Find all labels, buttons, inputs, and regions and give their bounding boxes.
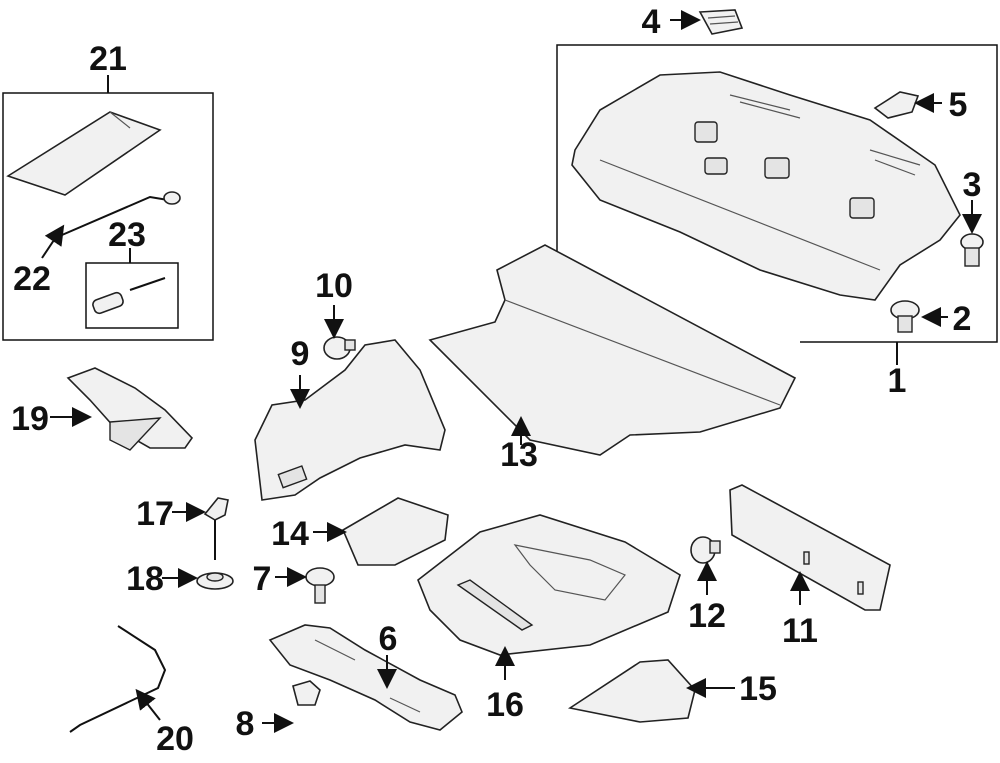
jack-handle-20 xyxy=(69,625,167,733)
tow-kit-23 xyxy=(92,277,166,315)
callout-2: 2 xyxy=(953,300,972,338)
tool-bag-21 xyxy=(6,111,162,196)
callout-16: 16 xyxy=(486,686,524,724)
bolt-17 xyxy=(203,497,229,560)
clip-10 xyxy=(323,336,356,360)
callout-labels: 1 2 3 4 5 6 7 8 9 10 11 12 13 14 15 16 1… xyxy=(11,3,981,758)
block-8 xyxy=(292,680,321,706)
callout-13: 13 xyxy=(500,436,538,474)
brace-6 xyxy=(268,624,463,731)
callout-3: 3 xyxy=(963,166,982,204)
callout-18: 18 xyxy=(126,560,164,598)
push-clip-3 xyxy=(960,233,984,267)
callout-20: 20 xyxy=(156,720,194,758)
cover-4 xyxy=(698,9,744,35)
callout-17: 17 xyxy=(136,495,174,533)
callout-8: 8 xyxy=(236,705,255,743)
nut-18 xyxy=(196,572,234,590)
leader-lines xyxy=(41,10,982,733)
package-tray xyxy=(571,71,961,301)
cover-5 xyxy=(873,91,920,119)
panel-15 xyxy=(567,659,696,723)
callout-6: 6 xyxy=(379,620,398,658)
callout-4: 4 xyxy=(642,3,661,41)
callout-19: 19 xyxy=(11,400,49,438)
callout-22: 22 xyxy=(13,260,51,298)
callout-7: 7 xyxy=(253,560,272,598)
kit-23-box xyxy=(85,262,179,329)
callout-10: 10 xyxy=(315,267,353,305)
mat-13 xyxy=(428,244,797,456)
package-tray-group-box xyxy=(556,44,998,343)
quarter-trim-9 xyxy=(254,339,446,501)
callout-12: 12 xyxy=(688,597,726,635)
callout-9: 9 xyxy=(291,335,310,373)
sill-panel-11 xyxy=(729,484,891,611)
callout-14: 14 xyxy=(271,515,309,553)
callout-1: 1 xyxy=(888,362,907,400)
clip-12 xyxy=(690,536,721,564)
push-clip-2 xyxy=(890,300,920,333)
jack-19 xyxy=(66,367,194,451)
lug-wrench-22 xyxy=(54,191,181,239)
callout-5: 5 xyxy=(949,86,968,124)
callout-23: 23 xyxy=(108,216,146,254)
knob-7 xyxy=(305,567,335,604)
callout-21: 21 xyxy=(89,40,127,78)
floor-mat-16 xyxy=(417,514,681,656)
callout-15: 15 xyxy=(739,670,777,708)
panel-14 xyxy=(341,497,449,566)
callout-11: 11 xyxy=(782,612,818,650)
